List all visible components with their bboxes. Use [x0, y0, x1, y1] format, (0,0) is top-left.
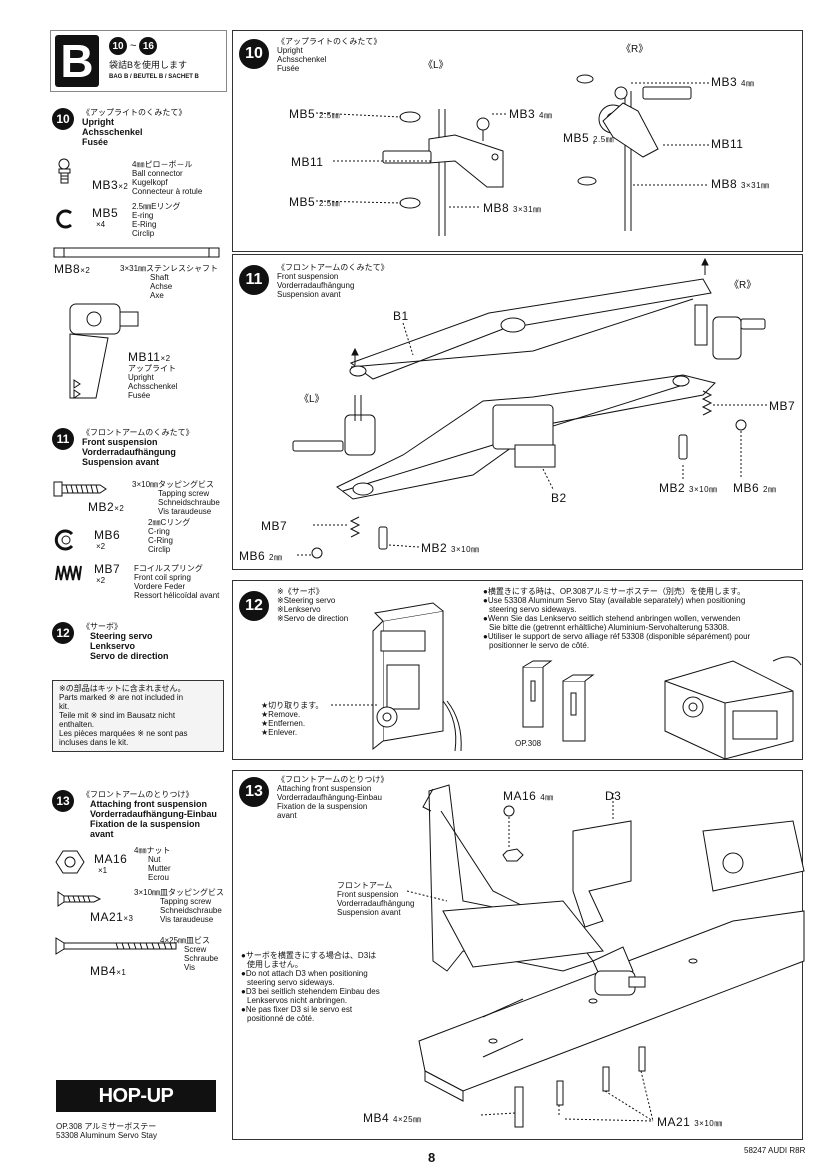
step12-info-text: ●横置きにする時は、OP.308アルミサーボステー（別売）を使用します。●Use…	[483, 587, 751, 650]
sidebar-step10-number: 10	[52, 108, 74, 130]
sidebar-part-mb2: MB2×2	[88, 500, 125, 514]
label-mb3-right: MB3 4㎜	[711, 75, 755, 89]
left-side-label-11: 《L》	[299, 394, 325, 405]
label-mb5-bottom-left: MB5 2.5㎜	[289, 195, 341, 209]
step12-panel: 12 ※《サーボ》 ※Steering servo※Lenkservo※Serv…	[232, 580, 803, 760]
step10-diagram	[315, 74, 709, 236]
label-mb6-right: MB6 2㎜	[733, 481, 777, 495]
sidebar-not-included-note: ※の部品はキットに含まれません。Parts marked ※ are not i…	[52, 680, 224, 752]
step13-panel: 13 《フロントアームのとりつけ》 Attaching front suspen…	[232, 770, 805, 1140]
label-mb5-top-left: MB5 2.5㎜	[289, 107, 341, 121]
label-mb2-right: MB2 3×10㎜	[659, 481, 718, 495]
e-ring-icon	[56, 209, 72, 229]
step13-diagram	[406, 784, 805, 1128]
sidebar-step10-title-de: Achsschenkel	[82, 127, 143, 137]
step-range-end: 16	[139, 37, 158, 55]
upper-arm-b1	[349, 278, 712, 380]
sidebar-step10-title-en: Upright	[82, 117, 114, 127]
label-mb11-left: MB11	[291, 155, 324, 169]
step12-number: 12	[239, 591, 269, 621]
step10-number: 10	[239, 39, 269, 69]
nut-icon	[55, 850, 85, 874]
bag-use-jp: 袋詰Bを使用します	[109, 60, 188, 70]
sidebar-part-mb6: MB6	[94, 528, 121, 542]
coil-spring-icon	[55, 565, 82, 581]
tapping-screw-icon	[53, 481, 107, 497]
sidebar-step11-title-jp: 《フロントアームのくみたて》	[82, 428, 194, 437]
sidebar-step13-number: 13	[52, 790, 74, 812]
label-b1: B1	[393, 309, 409, 323]
label-mb3-left: MB3 4㎜	[509, 107, 553, 121]
right-side-label: 《R》	[621, 44, 649, 55]
right-side-label-11: 《R》	[729, 280, 757, 291]
sidebar-step11-number: 11	[52, 428, 74, 450]
bag-letter: B	[60, 35, 94, 87]
sidebar-part-ma16: MA16	[94, 852, 128, 866]
step12-diagram	[331, 602, 802, 760]
spring-left	[349, 516, 361, 538]
model-number: 58247 AUDI R8R	[744, 1146, 806, 1155]
sidebar-step13-title-jp: 《フロントアームのとりつけ》	[82, 790, 194, 799]
sidebar-step12-title-jp: 《サーボ》	[82, 622, 122, 631]
step13-number: 13	[239, 777, 269, 807]
label-ma16: MA16 4㎜	[503, 789, 554, 803]
countersunk-screw-icon	[55, 937, 177, 955]
left-upright-drawing	[382, 109, 504, 236]
sidebar-step10-title-jp: 《アップライトのくみたて》	[82, 108, 187, 117]
shaft-icon	[53, 247, 220, 258]
sidebar-part-mb3: MB3×2	[92, 178, 129, 192]
sidebar-step12-number: 12	[52, 622, 74, 644]
sidebar-part-ma21: MA21×3	[90, 910, 134, 924]
page-number: 8	[428, 1150, 436, 1165]
spring-right	[701, 390, 713, 416]
servo-sideways-drawing	[664, 656, 802, 760]
sidebar-part-mb8: MB8×2	[54, 262, 91, 276]
label-mb7-left: MB7	[261, 519, 288, 533]
sidebar-part-mb5: MB5	[92, 206, 119, 220]
label-mb11-right: MB11	[711, 137, 744, 151]
upright-icon	[69, 303, 139, 399]
step11-diagram	[292, 257, 767, 559]
servo-stay-drawing	[522, 660, 595, 742]
range-tilde: ~	[130, 40, 137, 52]
hopup-options-banner: HOP-UP OPTIONS	[56, 1080, 216, 1139]
sidebar-part-mb4: MB4×1	[90, 964, 127, 978]
label-b2: B2	[551, 491, 567, 505]
ball-connector-icon	[58, 158, 71, 184]
servo-upright-drawing	[372, 602, 462, 752]
step11-number: 11	[239, 265, 269, 295]
label-mb8-right: MB8 3×31㎜	[711, 177, 770, 191]
sidebar-step10-title-fr: Fusée	[82, 137, 109, 147]
bag-header: B 10 ~ 16 袋詰Bを使用します BAG B / BEUTEL B / S…	[50, 30, 227, 92]
label-mb4: MB4 4×25㎜	[363, 1111, 422, 1125]
right-upright-drawing	[576, 74, 692, 231]
bag-use-sub: BAG B / BEUTEL B / SACHET B	[109, 74, 199, 80]
step-range-start: 10	[109, 37, 127, 55]
sidebar-part-mb7: MB7	[94, 562, 121, 576]
sidebar-part-mb11: MB11×2	[128, 350, 171, 364]
bag-letter-box: B	[55, 35, 99, 87]
remove-note: ★切り取ります。★Remove.★Entfernen.★Enlever.	[261, 701, 324, 737]
label-mb6-left: MB6 2㎜	[239, 549, 283, 563]
label-ma21: MA21 3×10㎜	[657, 1115, 723, 1129]
left-side-label: 《L》	[423, 60, 449, 71]
op308-label: OP.308	[515, 739, 542, 748]
hopup-options-list: OP.308 アルミサーボステー 53308 Aluminum Servo St…	[56, 1122, 157, 1140]
label-mb2-left: MB2 3×10㎜	[421, 541, 480, 555]
sidebar-step10-heading: 10	[52, 108, 74, 130]
d3-part	[572, 820, 632, 928]
c-ring-icon	[54, 529, 74, 551]
label-mb7-right: MB7	[769, 399, 796, 413]
step13-d3-note: ●サーボを横置きにする場合は、D3は使用しません。●Do not attach …	[241, 951, 380, 1023]
label-d3: D3	[605, 789, 622, 803]
label-mb5-right: MB5 2.5㎜	[563, 131, 615, 145]
label-mb8-left: MB8 3×31㎜	[483, 201, 542, 215]
countersunk-tapping-screw-icon	[57, 891, 102, 907]
